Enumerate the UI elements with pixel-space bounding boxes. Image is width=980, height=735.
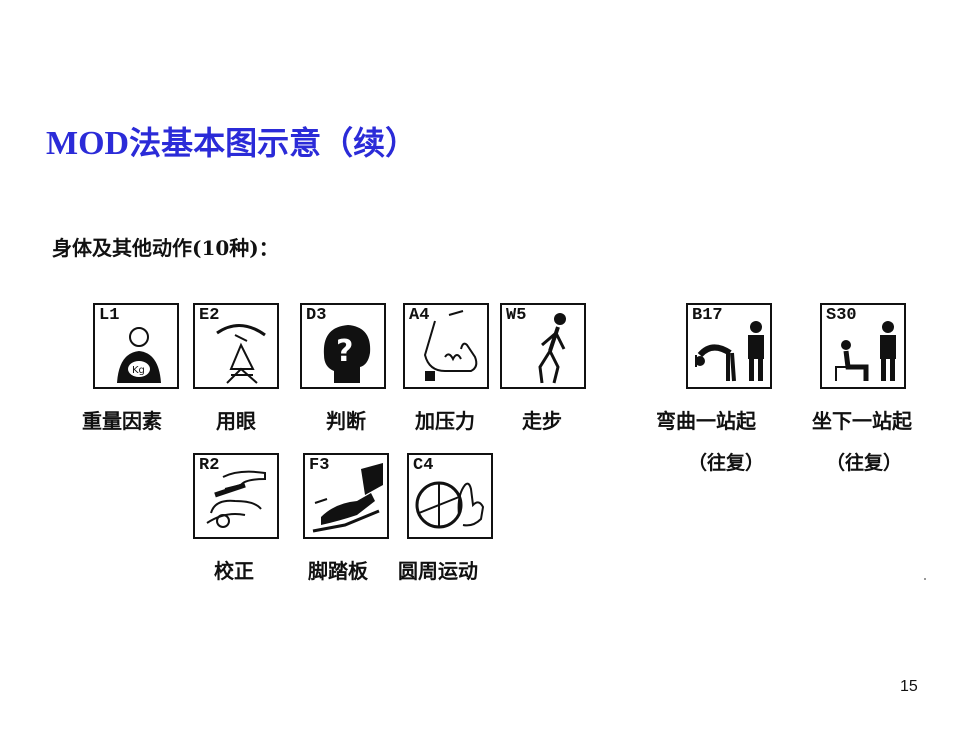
card-b17: B17 <box>686 303 772 389</box>
card-w5: W5 <box>500 303 586 389</box>
card-label-b17: 弯曲一站起 <box>656 409 756 433</box>
sit-stand-icon <box>835 321 896 381</box>
card-sub-s30: （往复） <box>826 452 903 474</box>
circular-motion-icon <box>415 481 485 529</box>
card-label-e2: 用眼 <box>216 409 256 433</box>
card-code: S30 <box>826 306 857 325</box>
page-title: MOD法基本图示意（续） <box>46 118 417 164</box>
card-code: F3 <box>309 456 330 475</box>
card-d3: D3 ? <box>300 303 386 389</box>
card-label-w5: 走步 <box>522 409 562 433</box>
card-code: D3 <box>306 306 327 325</box>
speck <box>924 578 926 580</box>
eye-use-icon <box>216 324 266 384</box>
walking-icon <box>538 313 566 384</box>
card-a4: A4 <box>403 303 489 389</box>
card-c4: C4 <box>407 453 493 539</box>
foot-pedal-icon <box>312 463 383 533</box>
judgment-icon: ? <box>323 325 371 383</box>
card-code: B17 <box>692 306 723 325</box>
card-code: C4 <box>413 456 434 475</box>
intro-text: 身体及其他动作(10种)： <box>52 236 279 260</box>
card-label-a4: 加压力 <box>415 409 475 433</box>
title-latin: MOD <box>46 125 130 162</box>
card-code: E2 <box>199 306 220 325</box>
svg-text:?: ? <box>336 334 353 369</box>
title-cjk: 法基本图示意（续） <box>129 124 418 162</box>
card-r2: R2 <box>193 453 279 539</box>
card-label-l1: 重量因素 <box>82 409 162 433</box>
card-code: R2 <box>199 456 220 475</box>
card-label-d3: 判断 <box>326 409 366 433</box>
card-e2: E2 <box>193 303 279 389</box>
apply-pressure-icon <box>423 310 478 381</box>
bend-stand-icon <box>695 321 764 382</box>
card-l1: L1 Kg <box>93 303 179 389</box>
card-label-s30: 坐下一站起 <box>812 409 912 433</box>
page-number: 15 <box>900 678 918 695</box>
card-f3: F3 <box>303 453 389 539</box>
weight-factor-icon: Kg <box>117 327 161 383</box>
card-code: W5 <box>506 306 527 325</box>
card-label-r2: 校正 <box>214 559 254 583</box>
card-label-f3: 脚踏板 <box>308 559 368 583</box>
svg-text:Kg: Kg <box>132 365 145 376</box>
correction-icon <box>206 470 266 528</box>
card-code: L1 <box>99 306 120 325</box>
card-label-c4: 圆周运动 <box>398 559 478 583</box>
card-s30: S30 <box>820 303 906 389</box>
card-code: A4 <box>409 306 430 325</box>
card-sub-b17: （往复） <box>688 452 765 474</box>
